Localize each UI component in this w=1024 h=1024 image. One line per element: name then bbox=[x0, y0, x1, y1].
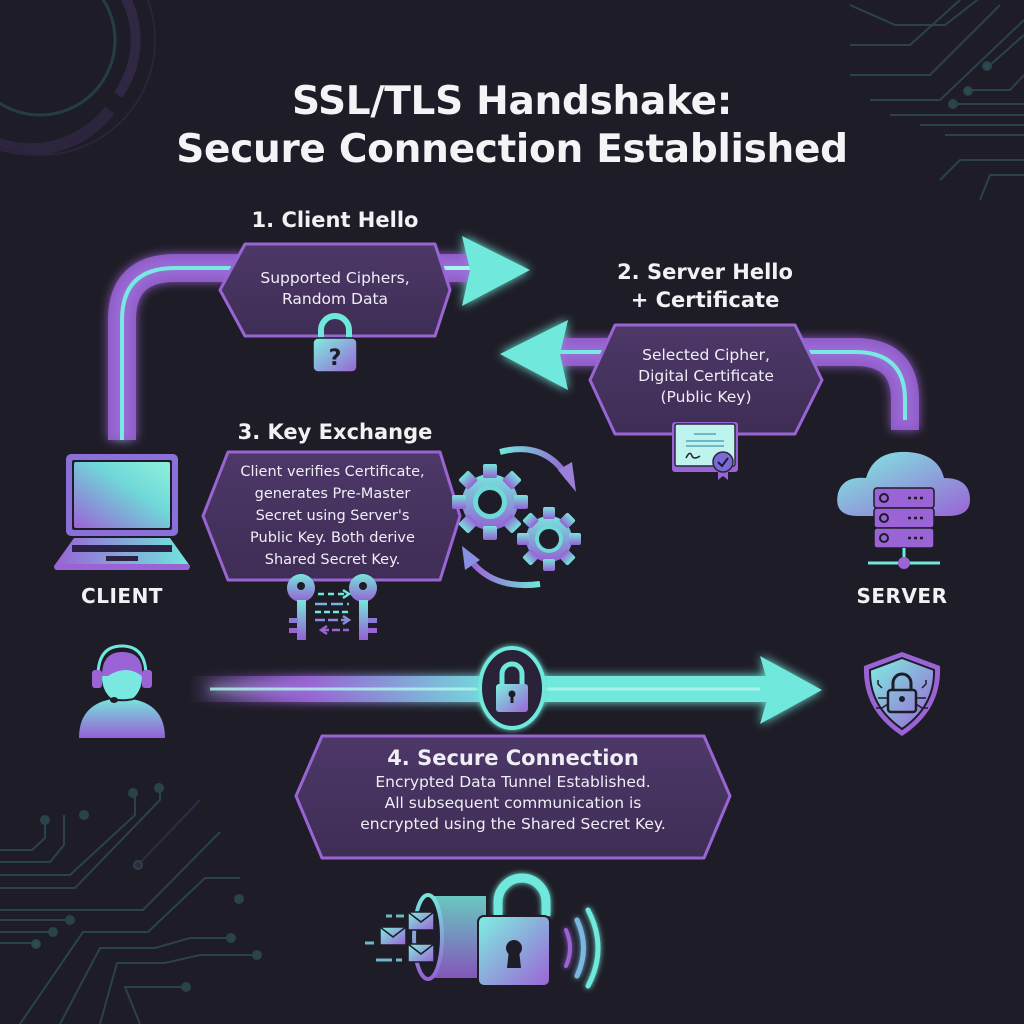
laptop-icon bbox=[54, 454, 190, 570]
gears-icon bbox=[452, 446, 581, 588]
client-label: CLIENT bbox=[81, 584, 163, 608]
step-3-line: Shared Secret Key. bbox=[264, 552, 401, 568]
tunnel-padlock-icon bbox=[478, 646, 546, 730]
step-1-line: Random Data bbox=[281, 290, 389, 308]
step-2-line: Digital Certificate bbox=[638, 367, 774, 385]
step-4-content: 4. Secure Connection Encrypted Data Tunn… bbox=[296, 744, 730, 835]
keys-exchange-icon bbox=[287, 574, 377, 640]
step-2-title-line: 2. Server Hello bbox=[617, 260, 793, 284]
shield-lock-icon bbox=[863, 652, 941, 736]
step-3-line: Client verifies Certificate, bbox=[240, 464, 425, 480]
step-3-line: Public Key. Both derive bbox=[250, 530, 415, 546]
step-4-line: encrypted using the Shared Secret Key. bbox=[360, 815, 666, 833]
step-3-line: generates Pre-Master bbox=[254, 486, 411, 502]
cloud-server-icon bbox=[837, 451, 970, 569]
certificate-icon bbox=[672, 422, 738, 480]
circuit-decoration-top-right bbox=[849, 0, 1024, 201]
step-2-line: (Public Key) bbox=[660, 388, 752, 406]
step-1-line: Supported Ciphers, bbox=[260, 269, 410, 287]
step-3-title: 3. Key Exchange bbox=[237, 420, 433, 444]
step-2-line: Selected Cipher, bbox=[642, 346, 770, 364]
step-1-title: 1. Client Hello bbox=[251, 208, 419, 232]
secure-connection-box bbox=[294, 734, 732, 860]
client-hello-box bbox=[218, 242, 452, 338]
hud-circle-decoration bbox=[0, 0, 156, 156]
server-hello-box bbox=[588, 323, 824, 436]
svg-text:?: ? bbox=[329, 346, 342, 371]
step-3-line: Secret using Server's bbox=[255, 508, 410, 524]
step-2-title: 2. Server Hello + Certificate bbox=[590, 258, 820, 314]
padlock-question-icon: ? bbox=[312, 313, 358, 373]
step-2-description: Selected Cipher, Digital Certificate (Pu… bbox=[590, 345, 822, 408]
server-label: SERVER bbox=[856, 584, 948, 608]
page-title-line1: SSL/TLS Handshake: bbox=[291, 79, 733, 124]
step-3-description: Client verifies Certificate, generates P… bbox=[205, 461, 460, 571]
step-4-line: Encrypted Data Tunnel Established. bbox=[375, 773, 651, 791]
step-4-title: 4. Secure Connection bbox=[387, 746, 639, 770]
step-4-line: All subsequent communication is bbox=[384, 794, 642, 812]
page-title-line2: Secure Connection Established bbox=[176, 127, 848, 172]
step-2-title-line: + Certificate bbox=[630, 288, 780, 312]
circuit-decoration-bottom-left bbox=[0, 783, 262, 1024]
step-1-description: Supported Ciphers, Random Data bbox=[220, 268, 450, 310]
user-headset-icon bbox=[79, 644, 165, 738]
encrypted-tunnel-icon bbox=[365, 873, 601, 989]
key-exchange-box bbox=[201, 450, 462, 582]
